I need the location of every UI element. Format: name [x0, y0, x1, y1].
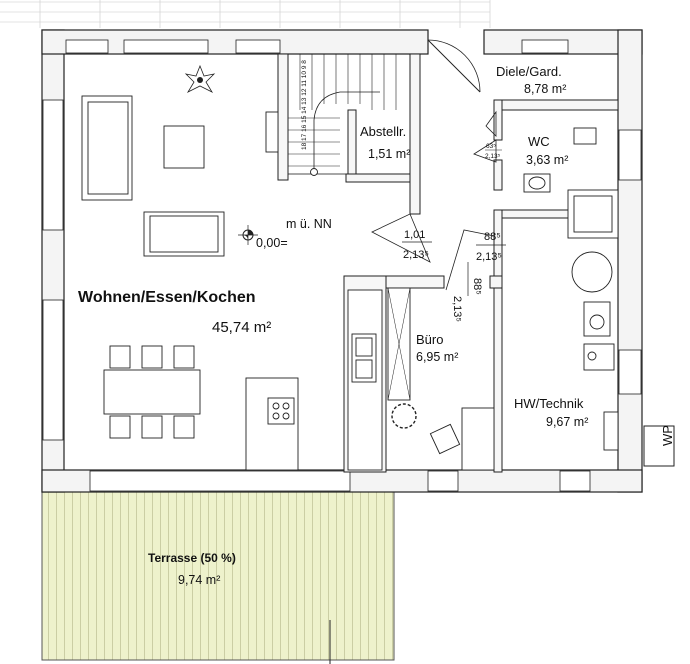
d1-width: 1,01 [404, 229, 425, 241]
d2-height: 2,13⁵ [476, 251, 502, 263]
diele-area: 8,78 m² [524, 82, 566, 96]
d3-width: 88⁵ [471, 278, 483, 295]
level-label: m ü. NN [286, 217, 332, 231]
heat-pump: WP [643, 425, 675, 467]
buero-name: Büro [416, 332, 443, 347]
technik-area: 9,67 m² [546, 415, 588, 429]
door-swings [371, 110, 497, 291]
plant-icon [184, 64, 216, 93]
kitchen-counter [347, 289, 383, 471]
wc-name: WC [528, 134, 550, 149]
d1-height: 2,13⁵ [403, 249, 429, 261]
wc-door-width: 63⁵ [486, 143, 496, 150]
diele-name: Diele/Gard. [496, 64, 562, 79]
wohnen-name: Wohnen/Essen/Kochen [78, 289, 256, 306]
abstell-name: Abstellr. [360, 124, 406, 139]
level-marker [238, 225, 258, 245]
staircase [265, 53, 411, 176]
d3-height: 2,13⁵ [451, 296, 463, 322]
abstell-area: 1,51 m² [368, 147, 410, 161]
d2-width: 88⁵ [484, 231, 501, 243]
wp-label: WP [660, 425, 675, 446]
labels: Wohnen/Essen/Kochen 45,74 m² Diele/Gard.… [78, 60, 588, 587]
office-furniture [387, 287, 495, 471]
level-value: 0,00= [256, 236, 288, 250]
door-dimensions: 1,01 2,13⁵ 88⁵ 2,13⁵ 2,13⁵ 88⁵ 63⁵ 2,13⁵ [402, 143, 506, 322]
entry-door [427, 39, 481, 93]
terrace [41, 491, 395, 664]
buero-area: 6,95 m² [416, 350, 458, 364]
living-furniture [81, 64, 299, 471]
exterior-walls [41, 29, 643, 493]
wc-area: 3,63 m² [526, 153, 568, 167]
terrasse-name: Terrasse (50 %) [148, 551, 236, 565]
wc-fixtures [523, 127, 597, 193]
technik-fixtures [567, 189, 619, 451]
technik-name: HW/Technik [514, 396, 584, 411]
stair-numbers: 18 17 16 15 14 13 12 11 10 9 8 [301, 60, 308, 150]
wc-door-height: 2,13⁵ [485, 153, 501, 160]
background-grid [0, 0, 491, 28]
terrasse-area: 9,74 m² [178, 573, 220, 587]
wohnen-area: 45,74 m² [212, 319, 271, 336]
